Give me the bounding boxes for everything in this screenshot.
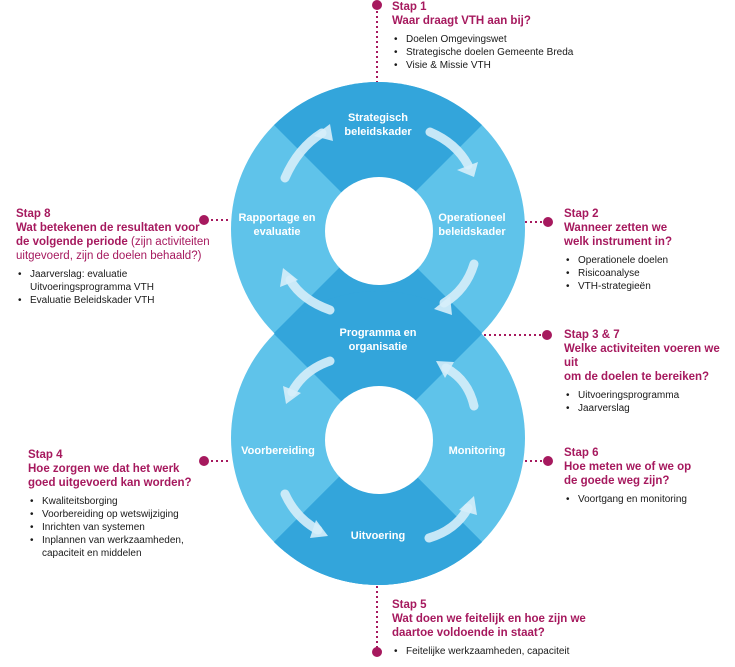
step-items: Operationele doelen Risicoanalyse VTH-st… bbox=[564, 254, 672, 293]
list-item: Visie & Missie VTH bbox=[392, 59, 573, 72]
step-question-line: de volgende periode (zijn activiteiten bbox=[16, 235, 210, 249]
step-question-line: de goede weg zijn? bbox=[564, 475, 670, 487]
bottom-ring-hole bbox=[325, 386, 433, 494]
label-programma-1: Programma en bbox=[339, 327, 416, 339]
list-item: Doelen Omgevingswet bbox=[392, 33, 573, 46]
arrow-monitoring-to-programma bbox=[441, 363, 479, 411]
list-item: Strategische doelen Gemeente Breda bbox=[392, 46, 573, 59]
arrowhead-icon bbox=[459, 496, 477, 515]
label-monitoring: Monitoring bbox=[449, 445, 506, 457]
arrowhead-icon bbox=[434, 296, 452, 315]
list-item: Jaarverslag bbox=[564, 402, 735, 415]
arrow-programma-to-rapportage bbox=[285, 275, 335, 315]
connector-dots bbox=[199, 0, 553, 657]
dot-stap6 bbox=[543, 456, 553, 466]
step-question-line: goed uitgevoerd kan worden? bbox=[28, 477, 192, 489]
segment-programma-bottom bbox=[231, 291, 525, 438]
arrow-programma-to-voorbereiding bbox=[287, 356, 335, 397]
step-question-line: Hoe zorgen we dat het werk bbox=[28, 463, 180, 475]
list-item: Voorbereiding op wetswijziging bbox=[28, 508, 192, 521]
label-strategisch-1: Strategisch bbox=[348, 112, 408, 124]
list-item-continuation: Uitvoeringsprogramma VTH bbox=[30, 282, 154, 293]
list-item: VTH-strategieën bbox=[564, 280, 672, 293]
step-question-line: Wat doen we feitelijk en hoe zijn we bbox=[392, 613, 586, 625]
step-title: Stap 2 bbox=[564, 208, 599, 220]
step-6: Stap 6 Hoe meten we of we op de goede we… bbox=[564, 446, 691, 506]
dot-stap8 bbox=[199, 215, 209, 225]
step-question-line: Wanneer zetten we bbox=[564, 222, 668, 234]
segment-strategisch-beleidskader[interactable] bbox=[220, 71, 536, 229]
step-question-line: Wat betekenen de resultaten voor bbox=[16, 222, 200, 234]
label-programma-2: organisatie bbox=[349, 341, 408, 353]
step-4: Stap 4 Hoe zorgen we dat het werk goed u… bbox=[28, 448, 192, 560]
step-question-line: daartoe voldoende in staat? bbox=[392, 627, 545, 639]
list-item-continuation: capaciteit en middelen bbox=[42, 548, 142, 559]
step-8: Stap 8 Wat betekenen de resultaten voor … bbox=[16, 207, 210, 307]
label-operationeel-2: beleidskader bbox=[438, 226, 506, 238]
step-title: Stap 6 bbox=[564, 447, 599, 459]
arrowhead-icon bbox=[280, 268, 298, 287]
step-items: Jaarverslag: evaluatie Uitvoeringsprogra… bbox=[16, 268, 210, 307]
arrowhead-icon bbox=[283, 386, 301, 404]
dot-stap2 bbox=[543, 217, 553, 227]
label-rapportage-2: evaluatie bbox=[253, 226, 300, 238]
step-question-line: Welke activiteiten voeren we uit bbox=[564, 343, 720, 369]
step-2: Stap 2 Wanneer zetten we welk instrument… bbox=[564, 207, 672, 293]
arrowhead-icon bbox=[314, 124, 333, 141]
step-question-line: uitgevoerd, zijn de doelen behaald?) bbox=[16, 250, 202, 262]
label-rapportage-1: Rapportage en bbox=[238, 212, 315, 224]
list-item: Inrichten van systemen bbox=[28, 521, 192, 534]
cycle-arrowheads bbox=[280, 124, 478, 538]
step-title: Stap 4 bbox=[28, 449, 63, 461]
arrowhead-icon bbox=[457, 162, 478, 177]
list-item: Kwaliteitsborging bbox=[28, 495, 192, 508]
step-title: Stap 8 bbox=[16, 208, 51, 220]
step-items: Doelen Omgevingswet Strategische doelen … bbox=[392, 33, 573, 72]
step-items: Voortgang en monitoring bbox=[564, 493, 691, 506]
label-operationeel-1: Operationeel bbox=[438, 212, 505, 224]
connectors bbox=[206, 6, 546, 650]
label-uitvoering: Uitvoering bbox=[351, 530, 405, 542]
list-item: Feitelijke werkzaamheden, capaciteit bbox=[392, 645, 586, 658]
step-items: Kwaliteitsborging Voorbereiding op wetsw… bbox=[28, 495, 192, 560]
step-title: Stap 1 bbox=[392, 1, 427, 13]
list-item: Risicoanalyse bbox=[564, 267, 672, 280]
segment-uitvoering-ext bbox=[231, 438, 525, 585]
list-item: Inplannen van werkzaamheden, bbox=[28, 534, 192, 547]
list-item: Operationele doelen bbox=[564, 254, 672, 267]
step-question-line: om de doelen te bereiken? bbox=[564, 371, 710, 383]
arrow-strategisch-to-operationeel bbox=[425, 127, 473, 170]
step-items: Feitelijke werkzaamheden, capaciteit bbox=[392, 645, 586, 658]
dot-stap4 bbox=[199, 456, 209, 466]
arrowhead-icon bbox=[310, 520, 328, 538]
list-item: Voortgang en monitoring bbox=[564, 493, 691, 506]
step-question-bold: de volgende periode bbox=[16, 236, 128, 248]
list-item: Jaarverslag: evaluatie bbox=[16, 268, 210, 281]
list-item: Uitvoeringsprogramma bbox=[564, 389, 735, 402]
segment-labels: Strategisch beleidskader Operationeel be… bbox=[238, 112, 506, 542]
dot-stap1 bbox=[372, 0, 382, 10]
arrowhead-icon bbox=[436, 361, 454, 378]
list-item: Evaluatie Beleidskader VTH bbox=[16, 294, 210, 307]
dot-stap5 bbox=[372, 647, 382, 657]
step-question: Waar draagt VTH aan bij? bbox=[392, 15, 531, 27]
step-5: Stap 5 Wat doen we feitelijk en hoe zijn… bbox=[392, 598, 586, 658]
step-items: Uitvoeringsprogramma Jaarverslag bbox=[564, 389, 735, 415]
label-voorbereiding: Voorbereiding bbox=[241, 445, 315, 457]
step-question-line: Hoe meten we of we op bbox=[564, 461, 692, 473]
label-strategisch-2: beleidskader bbox=[344, 126, 412, 138]
step-title: Stap 5 bbox=[392, 599, 427, 611]
top-ring-hole bbox=[325, 177, 433, 285]
step-3-and-7: Stap 3 & 7 Welke activiteiten voeren we … bbox=[564, 328, 735, 415]
step-question-line: welk instrument in? bbox=[564, 236, 672, 248]
step-title: Stap 3 & 7 bbox=[564, 329, 620, 341]
step-1: Stap 1 Waar draagt VTH aan bij? Doelen O… bbox=[392, 0, 573, 72]
dot-stap37 bbox=[542, 330, 552, 340]
step-question-normal: (zijn activiteiten bbox=[127, 236, 210, 248]
